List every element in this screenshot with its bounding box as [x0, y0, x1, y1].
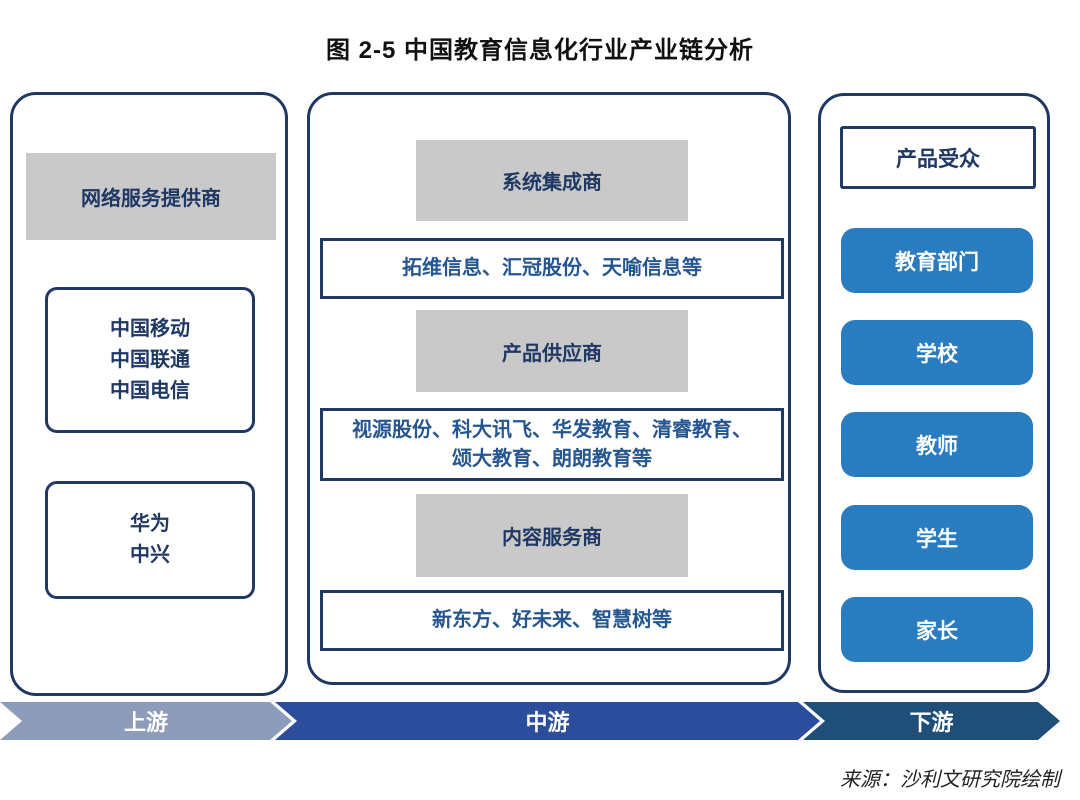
upstream-panel: 网络服务提供商 中国移动 中国联通 中国电信 华为 中兴	[10, 92, 288, 696]
audience-item-parent: 家长	[841, 597, 1033, 662]
audience-item-teacher: 教师	[841, 412, 1033, 477]
midstream-arrow: 中游	[275, 702, 820, 740]
chain-stage-band: 上游 中游 下游	[0, 702, 1080, 740]
downstream-arrow: 下游	[803, 702, 1060, 740]
source-note: 来源：沙利文研究院绘制	[840, 769, 1060, 791]
audience-item-school: 学校	[841, 320, 1033, 385]
integrator-companies-box: 拓维信息、汇冠股份、天喻信息等	[320, 238, 784, 299]
telecom-operators-box: 中国移动 中国联通 中国电信	[45, 287, 255, 433]
upstream-arrow: 上游	[0, 702, 292, 740]
equipment-vendors-box: 华为 中兴	[45, 481, 255, 599]
network-provider-header: 网络服务提供商	[26, 153, 276, 240]
audience-item-education-dept: 教育部门	[841, 228, 1033, 293]
system-integrator-header: 系统集成商	[416, 140, 688, 221]
audience-item-student: 学生	[841, 505, 1033, 570]
downstream-panel: 产品受众 教育部门 学校 教师 学生 家长	[818, 93, 1050, 693]
product-supplier-header: 产品供应商	[416, 310, 688, 392]
diagram-title: 图 2-5 中国教育信息化行业产业链分析	[325, 37, 755, 64]
content-companies-box: 新东方、好未来、智慧树等	[320, 590, 784, 651]
content-provider-header: 内容服务商	[416, 494, 688, 577]
midstream-panel: 系统集成商 拓维信息、汇冠股份、天喻信息等 产品供应商 视源股份、科大讯飞、华发…	[307, 92, 791, 685]
supplier-companies-box: 视源股份、科大讯飞、华发教育、清睿教育、 颂大教育、朗朗教育等	[320, 408, 784, 481]
product-audience-header: 产品受众	[840, 126, 1036, 189]
